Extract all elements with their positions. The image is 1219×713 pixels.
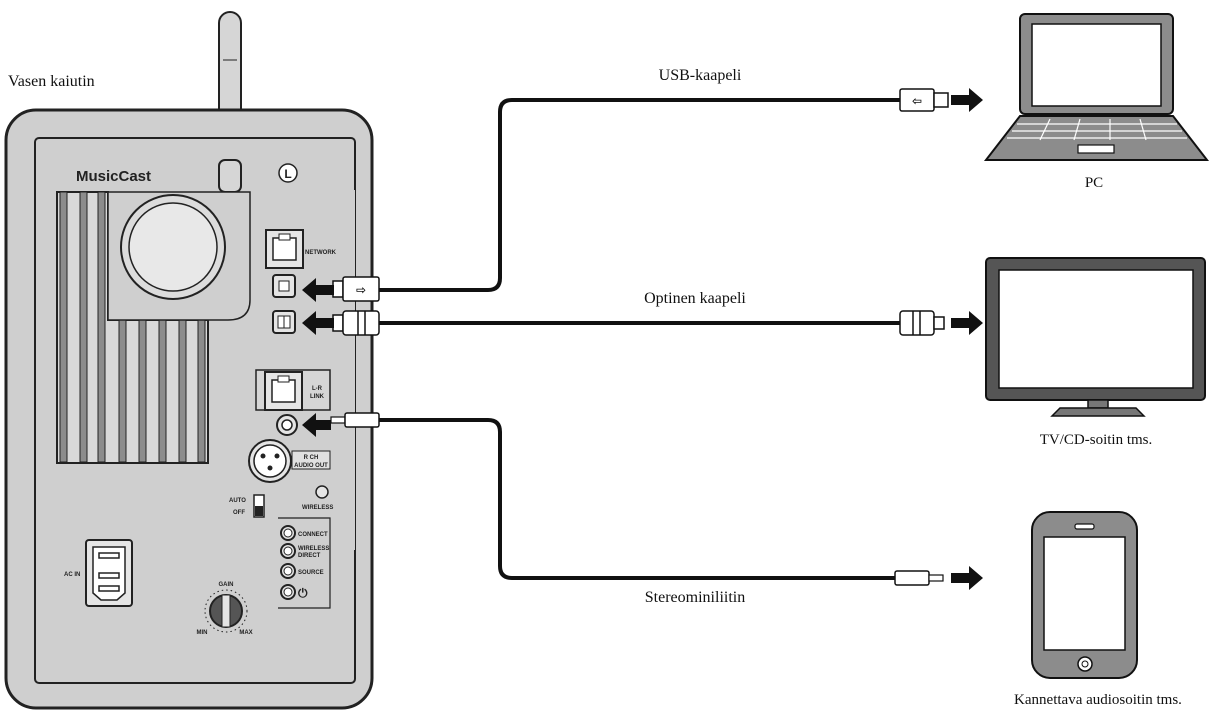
svg-text:L: L bbox=[284, 167, 291, 181]
gain-label: GAIN bbox=[219, 582, 234, 588]
off-label: OFF bbox=[233, 510, 245, 516]
wireless-label: WIRELESS bbox=[302, 505, 333, 511]
lr-link-label-2: LINK bbox=[310, 394, 325, 400]
usb-port[interactable] bbox=[272, 274, 296, 298]
mini-plug-device-end bbox=[894, 570, 944, 586]
rch-label-1: R CH bbox=[304, 455, 319, 461]
auto-label: AUTO bbox=[229, 498, 246, 504]
lr-link-label-1: L-R bbox=[312, 386, 323, 392]
stereo-mini-cable-line bbox=[378, 418, 895, 580]
arrow-icons bbox=[302, 88, 983, 590]
wireless-direct-button[interactable] bbox=[280, 543, 296, 559]
usb-plug-pc-end: ⇦ bbox=[899, 88, 949, 112]
source-label: SOURCE bbox=[298, 570, 324, 576]
rch-label-2: AUDIO OUT bbox=[294, 463, 328, 469]
mini-plug-speaker-end bbox=[330, 412, 380, 428]
arrow-into-aux-jack-icon bbox=[302, 413, 331, 437]
lr-link-port[interactable] bbox=[264, 371, 303, 411]
wireless-direct-label-1: WIRELESS bbox=[298, 546, 329, 552]
min-label: MIN bbox=[197, 630, 208, 636]
arrow-to-tv-icon bbox=[951, 311, 983, 335]
laptop-icon bbox=[983, 13, 1210, 161]
optical-plug-tv-end bbox=[899, 310, 945, 336]
tv-cd-label: TV/CD-soitin tms. bbox=[1040, 432, 1153, 448]
connect-label: CONNECT bbox=[298, 532, 328, 538]
power-icon: ⏻ bbox=[298, 586, 308, 600]
optical-plug-speaker-end bbox=[332, 310, 380, 336]
smartphone-icon bbox=[1031, 511, 1138, 679]
left-speaker-badge: L bbox=[278, 163, 298, 183]
ac-inlet[interactable] bbox=[85, 539, 133, 607]
aux-jack[interactable] bbox=[276, 414, 298, 436]
svg-text:⇦: ⇦ bbox=[912, 94, 922, 108]
arrow-to-pc-icon bbox=[951, 88, 983, 112]
optical-port[interactable] bbox=[272, 310, 296, 334]
arrow-into-optical-port-icon bbox=[302, 311, 334, 335]
max-label: MAX bbox=[239, 630, 252, 636]
speaker-rear-panel: MusicCast L bbox=[4, 11, 374, 710]
pc-label: PC bbox=[1085, 175, 1103, 191]
arrow-to-portable-icon bbox=[951, 566, 983, 590]
source-button[interactable] bbox=[280, 563, 296, 579]
wireless-direct-label-2: DIRECT bbox=[298, 553, 321, 559]
svg-text:⇨: ⇨ bbox=[356, 283, 366, 297]
network-port[interactable] bbox=[265, 229, 304, 269]
xlr-output-jack[interactable] bbox=[248, 439, 292, 483]
network-label: NETWORK bbox=[305, 250, 337, 256]
bass-port bbox=[120, 194, 226, 300]
usb-cable-line bbox=[378, 98, 900, 292]
power-button[interactable] bbox=[280, 584, 296, 600]
gain-knob[interactable] bbox=[204, 589, 248, 633]
standby-switch[interactable] bbox=[253, 494, 265, 518]
arrow-into-usb-port-icon bbox=[302, 278, 334, 302]
portable-player-label: Kannettava audiosoitin tms. bbox=[1014, 692, 1182, 708]
usb-cable-label: USB-kaapeli bbox=[659, 67, 742, 84]
connect-button[interactable] bbox=[280, 525, 296, 541]
usb-plug-speaker-end: ⇨ bbox=[332, 276, 380, 302]
optical-cable-label: Optinen kaapeli bbox=[644, 290, 746, 307]
stereo-mini-label: Stereominiliitin bbox=[645, 589, 745, 606]
wireless-indicator bbox=[315, 485, 329, 499]
speaker-title: Vasen kaiutin bbox=[8, 73, 95, 90]
ac-in-label: AC IN bbox=[64, 572, 80, 578]
tv-icon bbox=[985, 257, 1206, 417]
brand-logo: MusicCast bbox=[76, 168, 151, 185]
